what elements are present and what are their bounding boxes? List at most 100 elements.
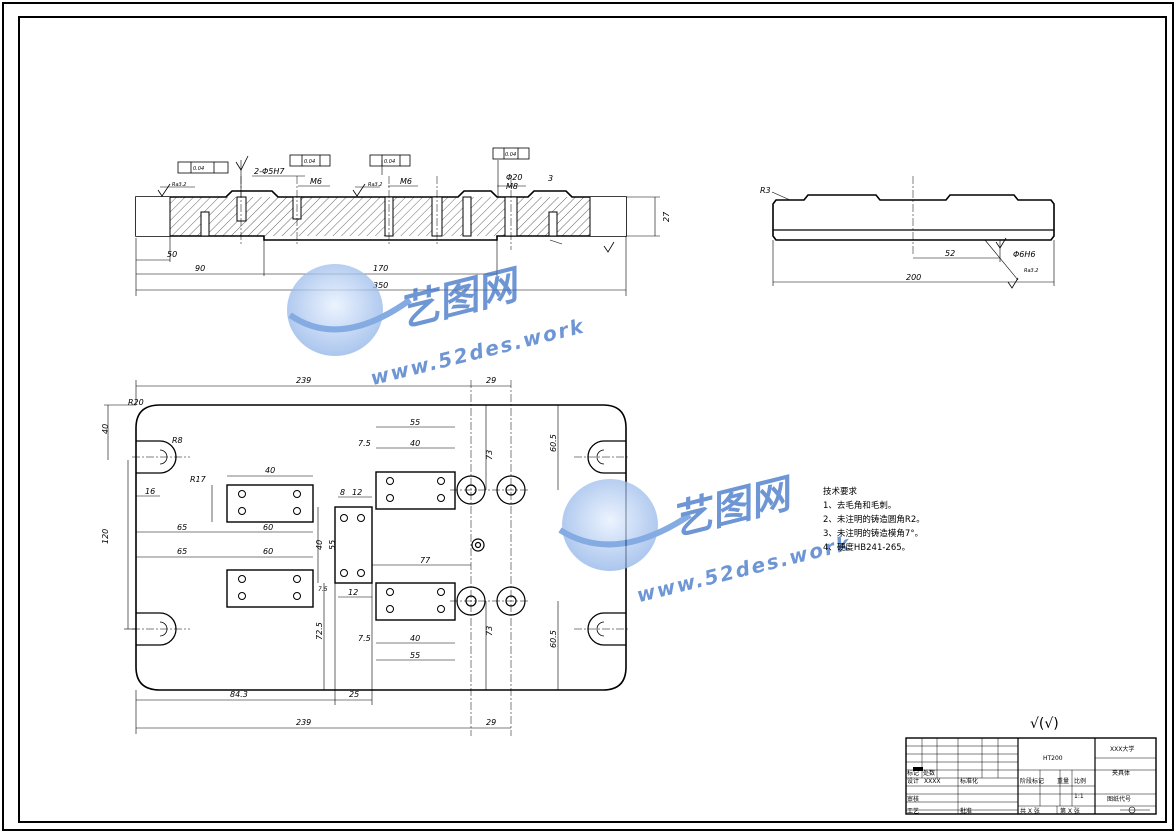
watermark-url: www.52des.work [634,531,854,608]
gtol-value-c: 0.04 [384,159,395,165]
dim-16: 16 [145,487,155,496]
watermark-upper: 艺图网 www.52des.work [287,261,587,390]
dim-29-top: 29 [486,376,496,385]
dim-40-block-a: 40 [265,466,275,475]
block-lower-right [375,582,456,621]
notes-line-1: 1、去毛角和毛刺。 [823,500,896,511]
roughness-a: Ra3.2 [172,182,187,188]
dim-r8: R8 [172,436,183,445]
dim-55-top: 55 [410,418,420,427]
dim-73-bottom: 73 [485,626,494,636]
tb-drawing-no: 图纸代号 [1107,795,1131,803]
tb-part-name: 夹具体 [1112,769,1130,777]
dim-60-b: 60 [263,547,273,556]
gtol-value-b: 0.04 [304,159,315,165]
watermark-brand: 艺图网 [394,261,527,336]
dim-7-5-bottom: 7.5 [358,634,371,643]
dim-239-top: 239 [296,376,311,385]
block-lower-left [226,569,314,608]
tb-ratio-label: 比例 [1074,777,1086,785]
gtol-frames [177,147,530,174]
front-view [135,147,660,296]
notes-line-3: 3、未注明的铸造模角7°。 [823,528,923,539]
watermark-url: www.52des.work [368,313,588,390]
tb-mark-label: 标记 [907,769,919,777]
tb-standardize-label: 标准化 [960,777,978,785]
dim-40-top: 40 [410,439,420,448]
support-blocks [226,471,456,621]
dim-7-5-top: 7.5 [358,439,371,448]
side-view-labels: R3 52 200 Φ6H6 Ra3.2 [760,186,1039,282]
watermark-brand: 艺图网 [667,470,800,545]
dim-200: 200 [906,273,921,282]
dim-60-5-top: 60.5 [549,434,558,452]
plan-view [104,380,630,736]
dim-52: 52 [945,249,955,258]
inner-border [18,16,1167,823]
side-view [771,176,1055,289]
front-leaders [160,160,563,245]
gtol-value-a: 0.04 [193,166,204,172]
dim-84-3: 84.3 [230,690,248,699]
tb-check-label: 审核 [907,795,919,803]
section-hatch [170,197,590,236]
dim-fit: Φ6H6 [1013,250,1036,259]
tb-process-label: 工艺 [907,807,919,815]
globe-swoosh [288,297,412,333]
dim-40-left: 40 [101,424,110,434]
globe-logo [287,264,383,356]
locating-pins [456,475,526,616]
dim-120: 120 [101,529,110,544]
tb-school: XXX大学 [1110,745,1134,753]
dim-90: 90 [195,264,205,273]
side-view-outline [772,194,1055,241]
block-upper-left [226,484,314,523]
dim-50: 50 [167,250,177,259]
dim-m8: M8 [506,182,518,191]
side-dim-lines [771,191,1055,286]
screw-holes [238,477,445,613]
notes-title: 技术要求 [823,486,858,497]
dim-25: 25 [349,690,359,699]
dim-350: 350 [373,281,388,290]
general-roughness: √(√) [1030,716,1059,732]
tb-designer-label: 设计 [907,777,919,785]
dim-40-bottom: 40 [410,634,420,643]
dim-7-5-mid: 7.5 [318,586,328,593]
dim-m6-a: M6 [310,177,322,186]
tb-material: HT200 [1043,755,1063,762]
dim-65-a: 65 [177,523,187,532]
globe-swoosh [558,512,692,548]
dim-65-b: 65 [177,547,187,556]
dim-8: 8 [340,488,345,497]
gtol-value-d: 0.04 [505,152,516,158]
dim-phi20: Φ20 [506,173,522,182]
dim-12-a: 12 [352,488,362,497]
technical-requirements: 技术要求 1、去毛角和毛刺。 2、未注明的铸造圆角R2。 3、未注明的铸造模角7… [823,486,925,553]
tb-scale: 1:1 [1074,793,1084,800]
tb-sheet-no: 第 X 张 [1060,807,1080,815]
tb-stage-label: 阶段标记 [1020,777,1044,785]
front-dim-lines [135,196,660,296]
dim-12-b: 12 [348,588,358,597]
plan-center-lines [132,380,630,736]
front-view-outline [135,190,627,241]
roughness-symbols [157,155,615,253]
dim-r17: R17 [190,475,207,484]
dim-55-bottom: 55 [410,651,420,660]
plan-view-labels: 239 29 239 29 R20 R8 R17 40 120 16 65 65… [101,376,558,727]
dim-239-bottom: 239 [296,718,311,727]
block-center [334,506,373,584]
block-upper-right [375,471,456,510]
dim-40-mid: 40 [315,540,324,550]
notes-line-2: 2、未注明的铸造圆角R2。 [823,514,925,525]
dim-holes: 2-Φ5H7 [254,167,285,176]
tb-designer: XXXX [924,778,940,785]
tb-weight-label: 重量 [1057,777,1069,785]
roughness-b: Ra3.2 [368,182,383,188]
dim-r20: R20 [128,398,144,407]
dim-60-5-bottom: 60.5 [549,630,558,648]
dim-r3: R3 [760,186,771,195]
